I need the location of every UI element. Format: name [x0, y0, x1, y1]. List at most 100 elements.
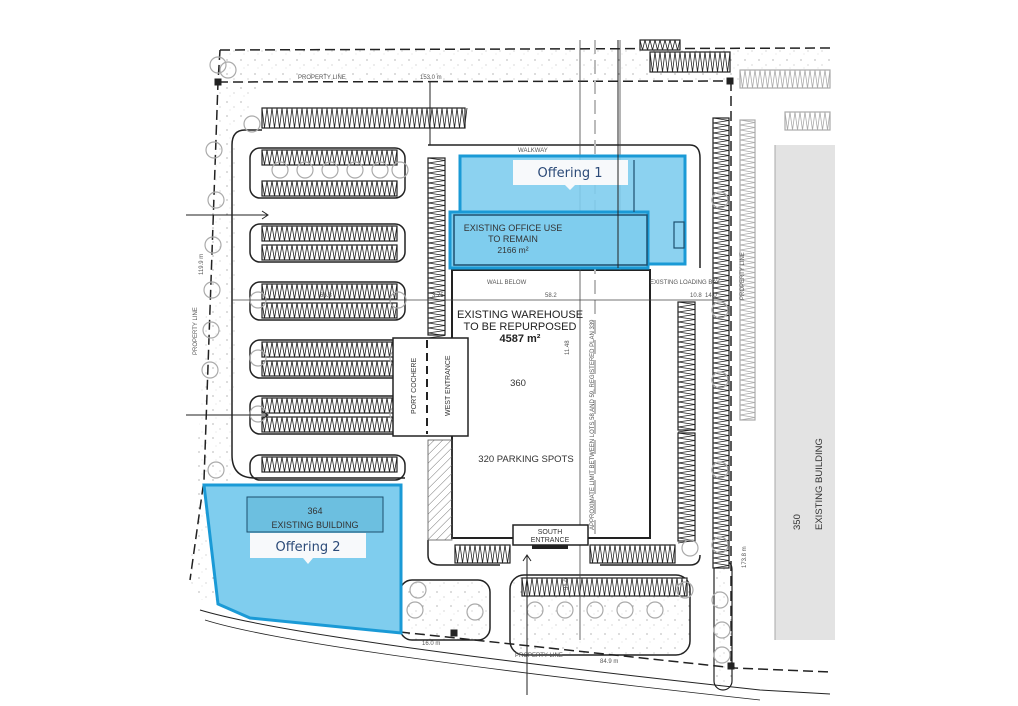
neighbor-building-label: EXISTING BUILDING — [814, 438, 825, 530]
west-entrance-label: WEST ENTRANCE — [445, 355, 452, 416]
dim-66-8: 66.8 — [320, 293, 332, 299]
tree-icon — [409, 581, 427, 599]
offering-1-callout: Offering 1 — [513, 160, 628, 190]
parking-row — [639, 39, 681, 51]
tree-icon — [271, 161, 289, 179]
warehouse-number: 360 — [510, 378, 526, 389]
parking-island — [249, 454, 406, 481]
tree-icon — [321, 161, 339, 179]
parking-row — [677, 432, 696, 544]
dimension-labels: PROPERTY LINE 153.0 m 119.9 m PROPERTY L… — [193, 75, 748, 665]
tree-icon — [371, 161, 389, 179]
tree-icon — [713, 621, 731, 639]
parking-row — [261, 456, 398, 473]
walkway-label: WALKWAY — [518, 148, 548, 154]
property-line-bottom-label: PROPERTY LINE — [515, 653, 563, 659]
parking-row — [784, 111, 831, 131]
dim-11-48: 11.48 — [565, 340, 571, 355]
office-line2: TO REMAIN — [488, 234, 538, 244]
tree-icon — [556, 601, 574, 619]
tree-icon — [249, 405, 267, 423]
office-line1: EXISTING OFFICE USE — [464, 223, 563, 233]
tree-icon — [406, 601, 424, 619]
tree-icon — [203, 281, 221, 299]
tree-icon — [207, 461, 225, 479]
tree-icon — [676, 581, 694, 599]
parking-row — [261, 180, 398, 197]
tree-icon — [711, 591, 729, 609]
left-length: 119.9 m — [199, 254, 205, 275]
neighbor-number: 350 — [792, 514, 803, 530]
warehouse: EXISTING WAREHOUSE TO BE REPURPOSED 4587… — [232, 40, 730, 640]
tree-icon — [391, 161, 409, 179]
port-cochere: PORT COCHERE WEST ENTRANCE — [392, 337, 469, 437]
dim-31-0: 31.0 — [564, 578, 570, 590]
parking-row — [261, 341, 398, 358]
parking-row — [521, 577, 688, 597]
tree-icon — [616, 601, 634, 619]
parking-row — [649, 51, 731, 73]
loading-bay-label: EXISTING LOADING BAY — [650, 280, 720, 286]
tree-icon — [296, 161, 314, 179]
parking-row — [261, 244, 398, 261]
tree-icon — [711, 371, 729, 389]
bottom-length: 84.9 m — [600, 659, 618, 665]
parking-row — [739, 119, 756, 421]
property-line-right-label: PROPERTY LINE — [740, 252, 746, 300]
tree-icon — [713, 646, 731, 664]
parking-row — [261, 416, 398, 433]
property-line-top-label: PROPERTY LINE — [298, 75, 346, 81]
parking-row — [712, 117, 730, 569]
tree-icon — [202, 321, 220, 339]
tree-icon — [711, 536, 729, 554]
tree-icon — [681, 539, 699, 557]
parking-row — [454, 544, 511, 564]
top-length: 153.0 m — [420, 75, 442, 81]
dim-14-0: 14.0 — [705, 293, 717, 299]
tree-icon — [204, 236, 222, 254]
tree-icon — [346, 161, 364, 179]
parking-count: 320 PARKING SPOTS — [478, 454, 573, 465]
bottom-left-length: 16.0 m — [422, 641, 440, 647]
tree-icon — [711, 301, 729, 319]
property-lines — [189, 47, 831, 701]
offering-1-area[interactable]: Offering 1 EXISTING OFFICE USE TO REMAIN… — [448, 154, 687, 270]
warehouse-line1: EXISTING WAREHOUSE — [457, 309, 583, 321]
tree-icon — [711, 191, 729, 209]
parking-row — [427, 157, 446, 339]
office-area: 2166 m² — [497, 245, 528, 255]
tree-icon — [711, 461, 729, 479]
offering-2-building: EXISTING BUILDING — [271, 520, 358, 530]
parking-row — [261, 302, 398, 319]
parking-row — [677, 301, 696, 433]
dim-10-8: 10.8 — [690, 293, 702, 299]
tree-icon — [219, 61, 237, 79]
lot-limit-label: APPROXIMATE LIMIT BETWEEN LOTS 58 AND 59… — [590, 319, 596, 530]
south-label-2: ENTRANCE — [531, 537, 570, 544]
offering-2-callout: Offering 2 — [250, 533, 366, 564]
trees — [201, 56, 731, 664]
offering-2-area[interactable]: 364 EXISTING BUILDING Offering 2 — [202, 483, 403, 635]
wall-below-label: WALL BELOW — [487, 280, 527, 286]
parking-island — [249, 223, 406, 263]
access-arrows — [186, 40, 619, 695]
tree-icon — [586, 601, 604, 619]
south-label-1: SOUTH — [538, 529, 563, 536]
tree-icon — [209, 56, 227, 74]
parking-row — [739, 69, 831, 89]
neighbor-building-350: 350 EXISTING BUILDING — [774, 145, 835, 640]
right-length: 173.8 m — [742, 546, 748, 568]
warehouse-area: 4587 m² — [500, 333, 541, 345]
tree-icon — [201, 361, 219, 379]
dim-3-75: 3.75 — [432, 293, 444, 299]
tree-icon — [243, 115, 261, 133]
parking-row — [261, 225, 398, 242]
port-cochere-label: PORT COCHERE — [411, 358, 418, 414]
tree-icon — [466, 603, 484, 621]
parking-row — [589, 544, 676, 564]
offering-1-label: Offering 1 — [537, 166, 602, 181]
parking-row — [261, 107, 468, 129]
parking-row — [261, 397, 398, 414]
property-line-left-label: PROPERTY LINE — [193, 307, 199, 355]
parking-stalls — [249, 39, 831, 597]
